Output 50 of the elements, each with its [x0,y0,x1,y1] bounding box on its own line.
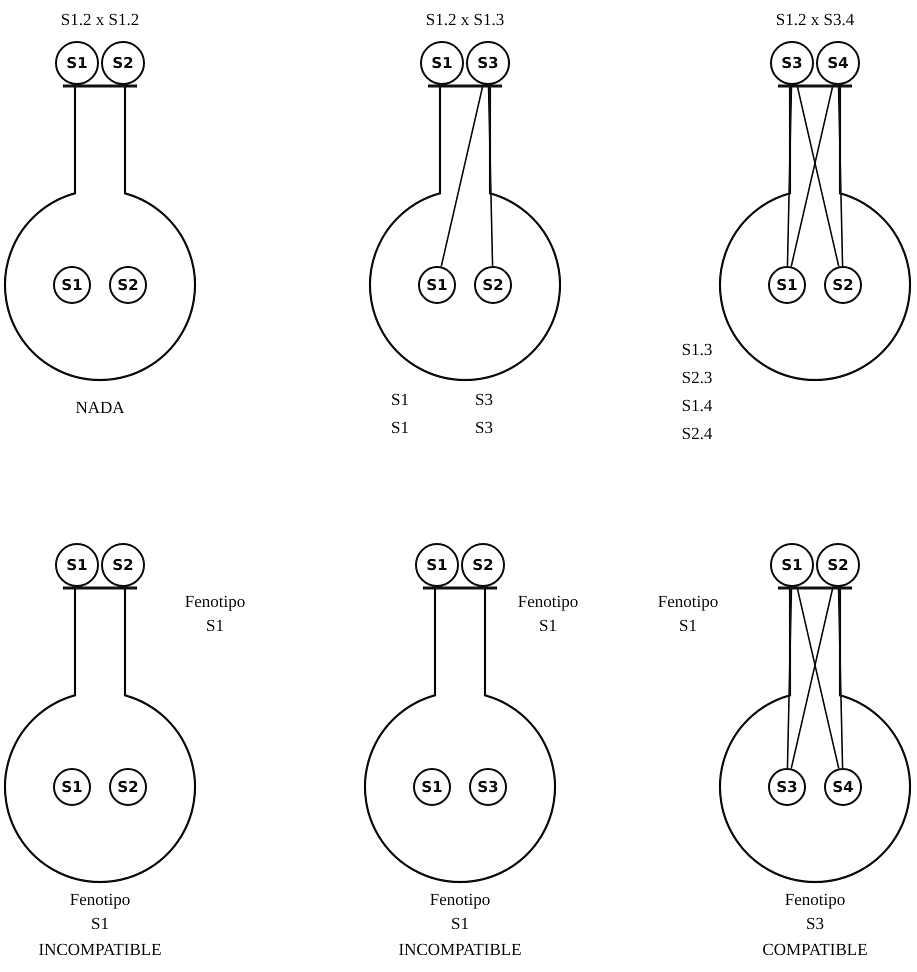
pollen-allele-circle: S2 [101,543,145,587]
ovule-allele-circle: S1 [53,768,91,806]
ovule-allele-circle: S2 [824,266,862,304]
cross-label: S1.2 x S1.2 [60,9,140,31]
pollen-tube-line [488,84,494,266]
ovule-allele-circle: S2 [109,768,147,806]
ovule-allele-circle: S4 [824,768,862,806]
ovule-allele-circle: S1 [413,768,451,806]
pollen-allele-circle: S1 [420,41,464,85]
pollen-allele-circle: S4 [816,41,860,85]
phenotype-label: Fenotipo S1 [428,889,492,935]
pollen-allele-circle: S3 [770,41,814,85]
genotype-label: S2.3 [680,367,714,389]
cross-label: S1.2 x S3.4 [774,9,856,31]
pollen-allele-circle: S3 [466,41,510,85]
ovule-allele-circle: S1 [53,266,91,304]
phenotype-label: Fenotipo S1 [184,591,246,637]
pollen-allele-circle: S1 [770,543,814,587]
phenotype-label: Fenotipo S3 [784,889,846,935]
pollen-tube-line [838,84,844,266]
pollen-allele-circle: S1 [55,543,99,587]
result-label: INCOMPATIBLE [397,939,523,961]
pollen-allele-circle: S1 [55,41,99,85]
genotype-label: S3 [474,417,494,439]
pollen-allele-circle: S2 [101,41,145,85]
result-label: INCOMPATIBLE [37,939,163,961]
cross-label: S1.2 x S1.3 [424,9,506,31]
phenotype-label: Fenotipo S1 [656,591,720,637]
genotype-label: S1.4 [680,395,714,417]
ovule-allele-circle: S1 [768,266,806,304]
genotype-label: S1.3 [680,339,714,361]
result-label: COMPATIBLE [761,939,869,961]
pollen-allele-circle: S2 [816,543,860,587]
ovule-allele-circle: S1 [418,266,456,304]
pollen-allele-circle: S1 [415,543,459,587]
ovule-allele-circle: S2 [109,266,147,304]
genotype-label: S3 [474,389,494,411]
phenotype-label: Fenotipo S1 [516,591,580,637]
ovule-allele-circle: S3 [768,768,806,806]
pollen-allele-circle: S2 [461,543,505,587]
genotype-label: S1 [390,417,410,439]
pollen-tube-line [786,586,792,768]
pollen-tube-line [838,586,844,768]
ovule-allele-circle: S3 [469,768,507,806]
ovule-allele-circle: S2 [474,266,512,304]
genotype-label: S1 [390,389,410,411]
result-label: NADA [74,397,126,419]
phenotype-label: Fenotipo S1 [68,889,132,935]
genotype-label: S2.4 [680,423,714,445]
pollen-tube-line [786,84,792,266]
